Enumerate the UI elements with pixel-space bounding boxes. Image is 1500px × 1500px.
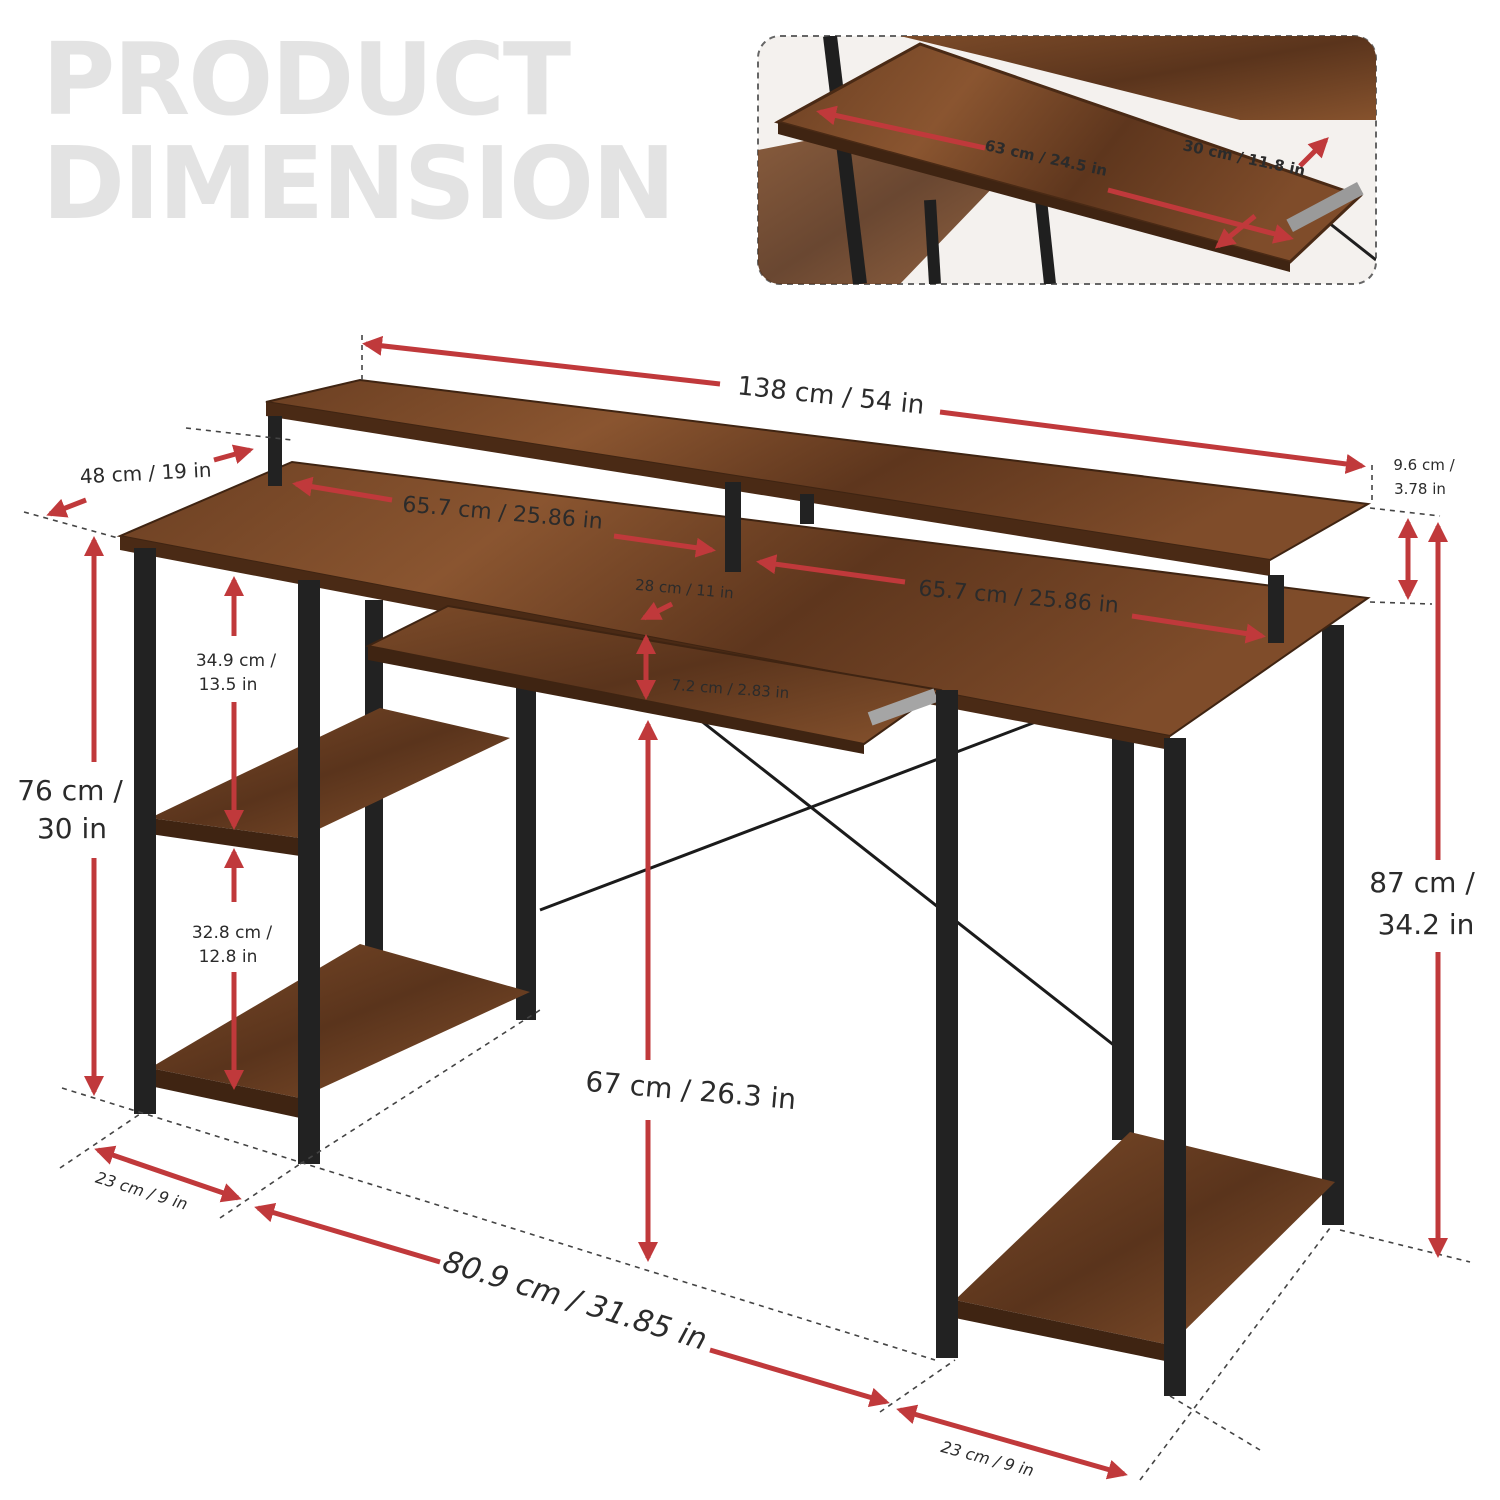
inset-width-arrow-left <box>816 105 986 151</box>
leg-back-right-inner <box>1112 720 1134 1140</box>
guide-left-shelf-corner <box>59 1113 141 1169</box>
arrow-open-span-left <box>254 1202 441 1265</box>
arrow-left-shelf-depth <box>94 1145 242 1203</box>
label-total-height-2: 34.2 in <box>1378 908 1475 941</box>
monitor-post-mid <box>725 482 741 572</box>
guide-left-shelf-side <box>299 1009 541 1165</box>
label-leg-clearance: 67 cm / 26.3 in <box>584 1065 797 1116</box>
guide-right-shelf-side <box>1139 1227 1331 1481</box>
label-upper-gap-1: 34.9 cm / <box>196 651 277 671</box>
leg-front-right-inner <box>936 690 958 1358</box>
label-upper-gap-2: 13.5 in <box>199 675 258 695</box>
inset-depth-arrow-bottom <box>1214 214 1257 249</box>
arrow-monitor-right-a <box>756 554 906 585</box>
left-lower-shelf <box>150 944 530 1098</box>
guide-floor-right <box>1339 1229 1471 1263</box>
inset-width-arrow-right <box>1107 187 1294 244</box>
monitor-shelf-edge <box>266 402 1270 576</box>
arrow-monitor-right-b <box>1131 613 1266 644</box>
guide-left-shelf-corner2 <box>219 1163 301 1219</box>
monitor-post-left <box>268 416 282 486</box>
right-lower-shelf-edge <box>955 1300 1170 1362</box>
inset-tray-rail <box>1286 182 1364 232</box>
guide-riser-bottom <box>1369 601 1433 605</box>
label-open-span: 80.9 cm / 31.85 in <box>439 1244 711 1358</box>
cross-brace-b <box>699 718 1121 1052</box>
monitor-post-right <box>1268 575 1284 643</box>
dimension-arrows <box>46 335 1448 1480</box>
title-line-1: PRODUCT <box>42 21 571 138</box>
left-lower-shelf-edge <box>150 1068 300 1118</box>
inset-tray-edge <box>778 122 1290 272</box>
leg-front-left-mid <box>298 580 320 1164</box>
arrow-monitor-left-b <box>613 533 716 558</box>
guide-right-shelf-corner <box>879 1359 956 1413</box>
keyboard-tray-rail <box>867 688 939 726</box>
label-desk-height-1: 76 cm / <box>17 774 123 807</box>
guide-depth-top <box>185 427 293 441</box>
label-overall-width: 138 cm / 54 in <box>736 371 926 420</box>
label-riser-height-1: 9.6 cm / <box>1393 456 1455 474</box>
guide-lines <box>23 335 1471 1481</box>
label-desk-height-2: 30 in <box>37 812 107 845</box>
arrow-right-shelf-depth <box>896 1404 1128 1480</box>
page-title: PRODUCT DIMENSION <box>42 21 676 242</box>
cross-brace-a <box>539 688 1121 912</box>
leg-back-right-outer <box>1322 625 1344 1225</box>
guide-right-shelf-bottom <box>1169 1395 1261 1451</box>
label-riser-height-2: 3.78 in <box>1394 480 1446 498</box>
arrow-width-right <box>939 409 1366 474</box>
arrow-monitor-left-a <box>292 476 393 503</box>
leg-back-left-mid <box>365 600 383 1020</box>
guide-depth-bottom <box>23 511 119 539</box>
leg-front-right-outer <box>1164 738 1186 1396</box>
arrow-open-span-right <box>709 1347 890 1408</box>
left-upper-shelf-edge <box>150 818 300 856</box>
inset-leg-right <box>1034 189 1056 284</box>
arrow-width-left <box>362 335 721 387</box>
leg-back-left <box>516 660 536 1020</box>
arrow-depth-top <box>213 444 254 464</box>
label-total-height-1: 87 cm / <box>1369 866 1475 899</box>
keyboard-tray-edge <box>368 646 864 754</box>
right-lower-shelf <box>955 1132 1335 1345</box>
inset-depth-arrow-top <box>1298 137 1329 168</box>
monitor-post-mid-back <box>800 494 814 524</box>
label-lower-gap-2: 12.8 in <box>199 947 258 967</box>
inset-leg-left <box>823 36 867 284</box>
title-line-2: DIMENSION <box>42 125 676 242</box>
label-lower-gap-1: 32.8 cm / <box>192 923 273 943</box>
inset-top-shelf <box>900 36 1376 120</box>
desk-illustration <box>116 378 1372 1396</box>
inset-leg-mid <box>924 199 941 284</box>
leg-front-left <box>134 548 156 1114</box>
guide-floor-front <box>61 1087 936 1361</box>
label-depth: 48 cm / 19 in <box>79 458 212 489</box>
arrow-depth-bottom <box>46 497 87 518</box>
guide-riser-top <box>1369 507 1441 517</box>
arrow-monitor-depth <box>640 601 674 621</box>
left-upper-shelf <box>150 708 510 838</box>
inset-panel: 63 cm / 24.5 in 30 cm / 11.8 in <box>757 35 1377 285</box>
